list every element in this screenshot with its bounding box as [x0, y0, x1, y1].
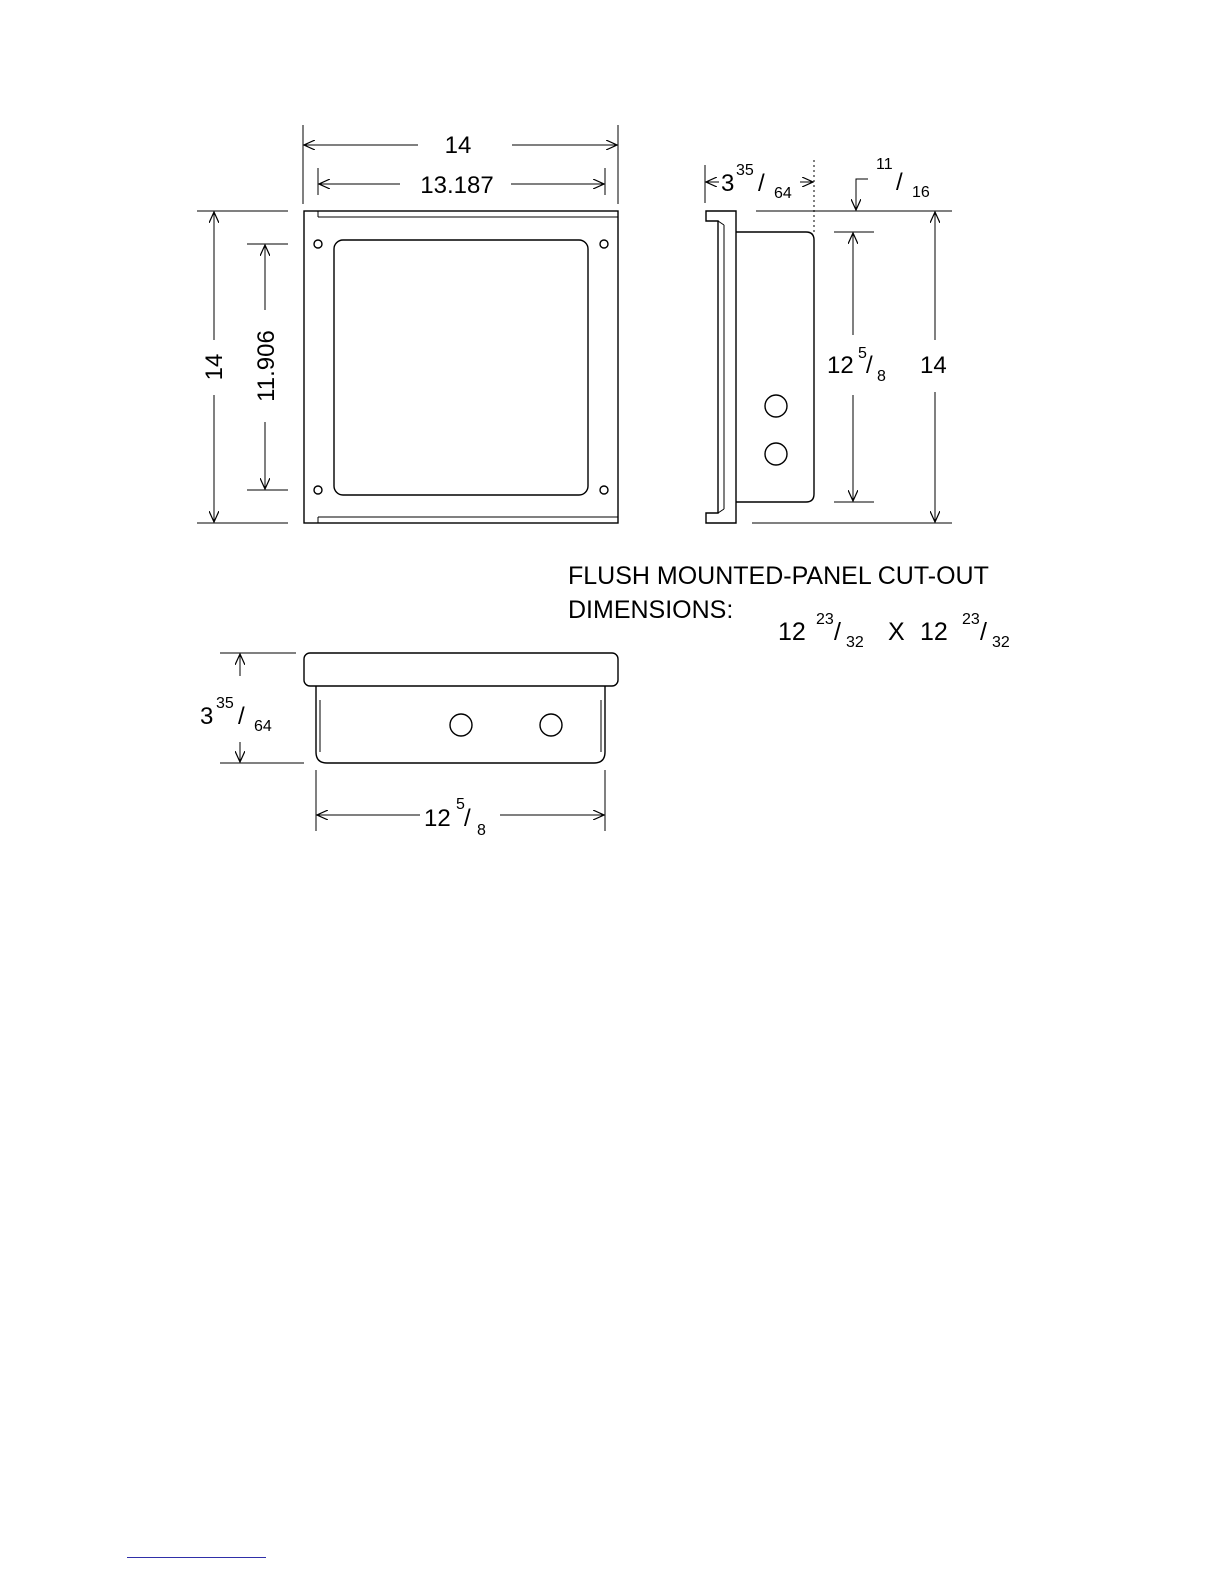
side-height-outer-label: 14	[920, 352, 947, 379]
note-dim2-whole: 12	[920, 618, 948, 646]
side-body	[736, 232, 814, 502]
mounting-hole-br	[600, 486, 608, 494]
mounting-hole-bl	[314, 486, 322, 494]
note-line-2: DIMENSIONS:	[568, 596, 733, 624]
side-depth-numerator: 35	[736, 162, 754, 179]
side-depth-slash: /	[758, 170, 765, 197]
front-view: 14 13.187 14 11.906	[197, 125, 618, 523]
note-dim2-numerator: 23	[962, 611, 980, 628]
front-window	[334, 240, 588, 495]
front-height-outer-label: 14	[201, 354, 228, 381]
front-outer-frame	[304, 211, 618, 523]
front-width-outer-label: 14	[445, 132, 472, 159]
bottom-flange	[304, 653, 618, 686]
side-body-whole: 12	[827, 352, 854, 379]
side-body-slash: /	[866, 352, 873, 379]
side-knockout-upper	[765, 395, 787, 417]
front-height-inner-label: 11.906	[253, 330, 280, 402]
note-dim2-denominator: 32	[992, 634, 1010, 651]
side-depth-whole: 3	[721, 170, 734, 197]
side-flange-outer	[706, 211, 736, 523]
bottom-width-slash: /	[464, 805, 471, 832]
bottom-width-denominator: 8	[477, 822, 486, 839]
bottom-depth-numerator: 35	[216, 695, 234, 712]
footer-rule	[127, 1557, 266, 1558]
bottom-depth-whole: 3	[200, 703, 213, 730]
leader-line	[856, 179, 868, 210]
bottom-view: 3 35 / 64 12 5 / 8	[200, 653, 618, 839]
side-flange-inner	[718, 221, 724, 225]
side-flange-inner	[718, 509, 724, 513]
side-flange-denominator: 16	[912, 184, 930, 201]
bottom-width-whole: 12	[424, 805, 451, 832]
note-dim2-slash: /	[980, 618, 987, 646]
mounting-hole-tl	[314, 240, 322, 248]
side-body-denominator: 8	[877, 368, 886, 385]
cutout-note: FLUSH MOUNTED-PANEL CUT-OUT DIMENSIONS: …	[568, 562, 1010, 651]
side-depth-denominator: 64	[774, 185, 792, 202]
note-times: X	[888, 618, 905, 646]
mounting-hole-tr	[600, 240, 608, 248]
note-dim1-whole: 12	[778, 618, 806, 646]
side-flange-slash: /	[896, 169, 903, 196]
bottom-knockout-left	[450, 714, 472, 736]
front-width-inner-label: 13.187	[420, 172, 493, 199]
bottom-depth-slash: /	[238, 703, 245, 730]
note-dim1-slash: /	[834, 618, 841, 646]
note-line-1: FLUSH MOUNTED-PANEL CUT-OUT	[568, 562, 989, 590]
side-knockout-lower	[765, 443, 787, 465]
side-view: 3 35 / 64 11 / 16 12 5 / 8 14	[705, 156, 952, 523]
bottom-depth-denominator: 64	[254, 718, 272, 735]
side-flange-numerator: 11	[876, 156, 893, 173]
note-dim1-numerator: 23	[816, 611, 834, 628]
bottom-knockout-right	[540, 714, 562, 736]
note-dim1-denominator: 32	[846, 634, 864, 651]
